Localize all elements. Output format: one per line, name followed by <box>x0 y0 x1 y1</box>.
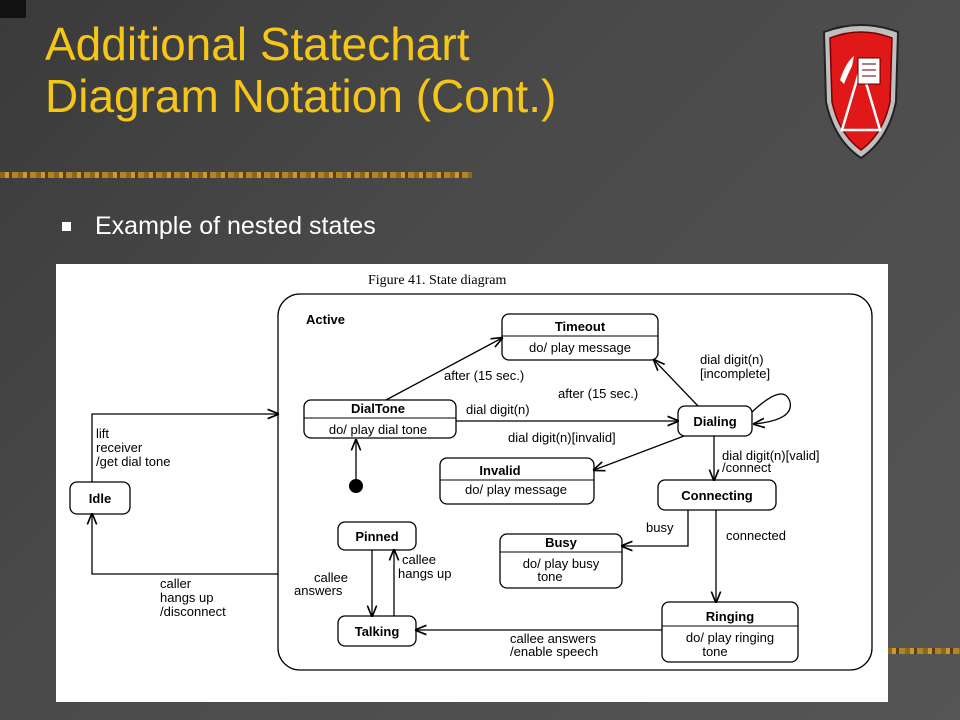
state-dialtone <box>303 399 457 439</box>
title-divider <box>0 172 472 178</box>
transition-dialing-self-loop <box>751 393 791 424</box>
state-idle-label: Idle <box>89 491 111 506</box>
superstate-active <box>277 293 873 671</box>
title-line-2: Diagram Notation (Cont.) <box>45 70 557 122</box>
state-ringing <box>661 601 799 663</box>
footer-divider <box>887 648 960 654</box>
label-callee-answers-1: callee <box>314 570 348 585</box>
label-self-1: dial digit(n) <box>700 352 764 367</box>
superstate-label: Active <box>306 312 345 327</box>
state-connecting-label: Connecting <box>681 488 753 503</box>
label-caller-1: caller <box>160 576 192 591</box>
state-diagram: Figure 41. State diagram Active Idle Tim… <box>69 273 873 671</box>
state-busy-activity-1: do/ play busy <box>523 556 600 571</box>
state-dialtone-name: DialTone <box>351 401 405 416</box>
label-dial-digit: dial digit(n) <box>466 402 530 417</box>
label-after-dialtone: after (15 sec.) <box>444 368 524 383</box>
slide-title: Additional Statechart Diagram Notation (… <box>45 18 785 122</box>
state-ringing-name: Ringing <box>706 609 754 624</box>
label-busy: busy <box>646 520 674 535</box>
transition-dialtone-timeout <box>385 338 502 401</box>
state-invalid <box>439 457 595 505</box>
label-hangs-1: callee <box>402 552 436 567</box>
corner-mark <box>0 0 26 18</box>
state-busy-activity-2: tone <box>537 569 562 584</box>
label-valid-2: /connect <box>722 460 772 475</box>
shield-logo-icon <box>822 24 900 160</box>
state-idle <box>69 481 131 515</box>
state-pinned <box>337 521 417 551</box>
label-caller-3: /disconnect <box>160 604 226 619</box>
label-callee-answers-2: answers <box>294 583 343 598</box>
label-answers-2: /enable speech <box>510 644 598 659</box>
label-connected: connected <box>726 528 786 543</box>
state-dialtone-activity: do/ play dial tone <box>329 422 427 437</box>
label-hangs-2: hangs up <box>398 566 452 581</box>
label-lift-2: receiver <box>96 440 143 455</box>
state-busy-name: Busy <box>545 535 578 550</box>
label-valid-1: dial digit(n)[valid] <box>722 448 820 463</box>
transition-caller-hangs-up <box>92 514 278 575</box>
state-pinned-label: Pinned <box>355 529 398 544</box>
label-lift-1: lift <box>96 426 109 441</box>
title-line-1: Additional Statechart <box>45 18 470 70</box>
state-talking-label: Talking <box>355 624 400 639</box>
state-ringing-activity-2: tone <box>702 644 727 659</box>
state-busy <box>499 533 623 589</box>
state-invalid-name: Invalid <box>479 463 520 478</box>
transition-lift-receiver <box>91 414 278 482</box>
state-timeout-activity: do/ play message <box>529 340 631 355</box>
transition-dialing-timeout <box>654 360 699 407</box>
state-timeout-name: Timeout <box>555 319 606 334</box>
label-after-dialing: after (15 sec.) <box>558 386 638 401</box>
state-invalid-activity: do/ play message <box>465 482 567 497</box>
bullet-text: Example of nested states <box>95 211 376 240</box>
transition-busy <box>622 510 689 546</box>
label-caller-2: hangs up <box>160 590 214 605</box>
transition-invalid <box>594 435 685 470</box>
state-dialing-label: Dialing <box>693 414 736 429</box>
label-lift-3: /get dial tone <box>96 454 170 469</box>
state-ringing-activity-1: do/ play ringing <box>686 630 774 645</box>
label-self-2: [incomplete] <box>700 366 770 381</box>
label-invalid: dial digit(n)[invalid] <box>508 430 616 445</box>
label-answers-1: callee answers <box>510 631 596 646</box>
bullet-item: Example of nested states <box>62 210 376 242</box>
state-diagram-figure: Figure 41. State diagram Active Idle Tim… <box>56 264 888 702</box>
bullet-square-icon <box>62 221 71 231</box>
figure-caption: Figure 41. State diagram <box>368 273 507 288</box>
initial-state-dot <box>349 479 363 493</box>
